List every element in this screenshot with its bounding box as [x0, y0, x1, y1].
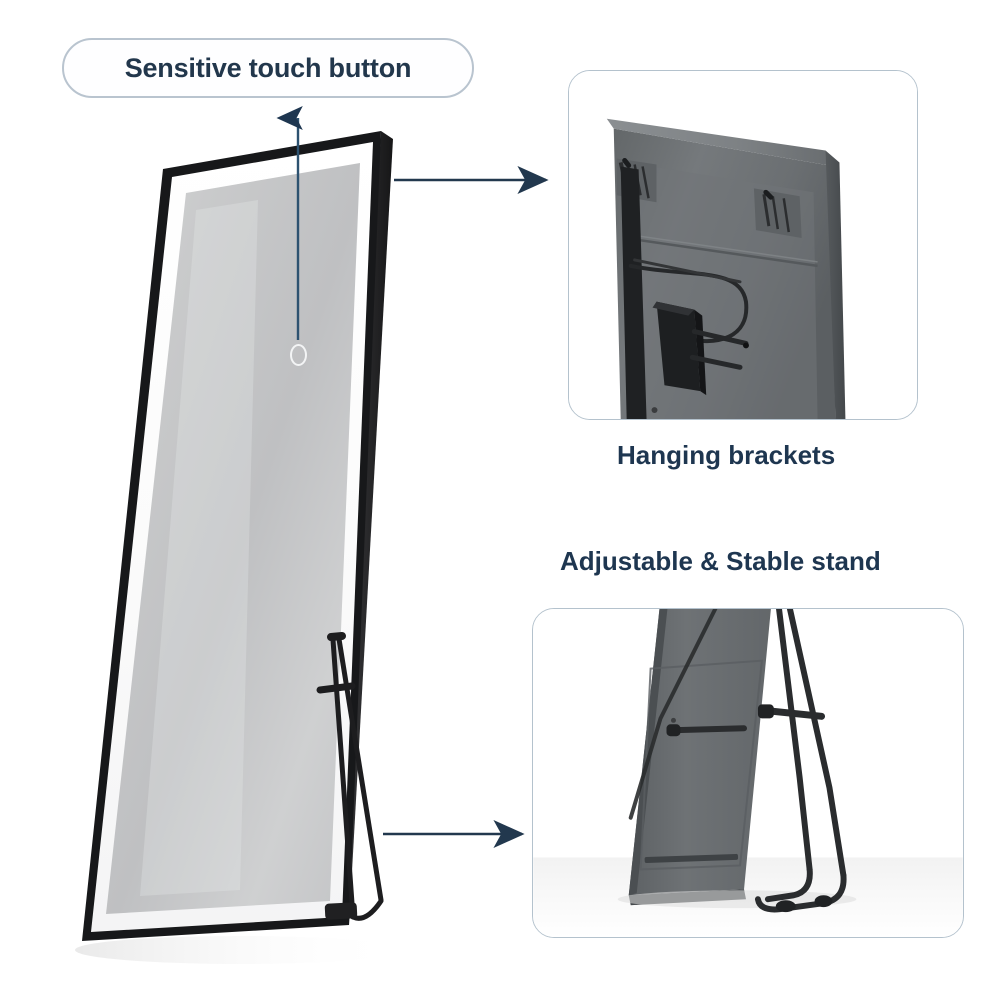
- adjustable-stand-panel: [532, 608, 964, 938]
- floor-shadow: [75, 936, 405, 964]
- mirror-back-panel: [628, 609, 771, 896]
- stand-cross-brace: [316, 682, 356, 694]
- panel-bottom-slot: [644, 853, 739, 864]
- cable-connector-b: [689, 354, 743, 370]
- stand-apex-hinge: [327, 632, 346, 641]
- stand-hinge-upper: [757, 704, 774, 719]
- hanging-brackets-panel-image: [569, 71, 917, 419]
- power-cable: [628, 263, 749, 344]
- panel-screw: [651, 407, 658, 414]
- back-vertical-rail: [620, 166, 647, 419]
- sensitive-touch-button-label: Sensitive touch button: [124, 52, 412, 83]
- stand-foot-joint-b: [814, 895, 833, 908]
- hanging-brackets-panel: [568, 70, 918, 420]
- stand-foot-pad: [324, 902, 358, 920]
- stand-foot-joint-a: [775, 900, 796, 913]
- a-frame-stand: [628, 609, 847, 913]
- cable-terminal: [743, 342, 749, 349]
- power-cable-2: [633, 258, 742, 284]
- panel-recess-outline: [639, 659, 764, 871]
- cable-connector-a: [691, 329, 749, 346]
- panel-screw: [670, 717, 676, 723]
- panel-ridge: [624, 236, 818, 268]
- hanging-brackets-caption: Hanging brackets: [617, 440, 836, 470]
- stand-diagonal-support: [628, 609, 718, 820]
- stand-leg-rear: [336, 636, 384, 903]
- touch-button-icon[interactable]: [290, 344, 307, 366]
- adjustable-stand-caption: Adjustable & Stable stand: [560, 546, 881, 576]
- stand-foot-inner: [764, 866, 813, 903]
- stand-leg-outer: [786, 609, 847, 879]
- sensitive-touch-button-callout: Sensitive touch button: [62, 38, 474, 98]
- panel-left-edge: [628, 609, 668, 896]
- stand-leg-inner: [776, 609, 813, 873]
- panel-right-bevel: [825, 150, 846, 419]
- panel-top-bevel: [606, 118, 830, 166]
- stand-hinge-panel: [666, 724, 681, 737]
- glass-highlight: [140, 200, 258, 896]
- stand-foot-outer: [754, 872, 847, 913]
- panel-ridge-highlight: [624, 233, 818, 263]
- adjustable-stand-panel-image: [533, 609, 963, 937]
- stand-foot: [350, 898, 384, 921]
- stand-cross-bar-lower: [669, 725, 748, 734]
- hanging-bracket-right: [753, 188, 802, 239]
